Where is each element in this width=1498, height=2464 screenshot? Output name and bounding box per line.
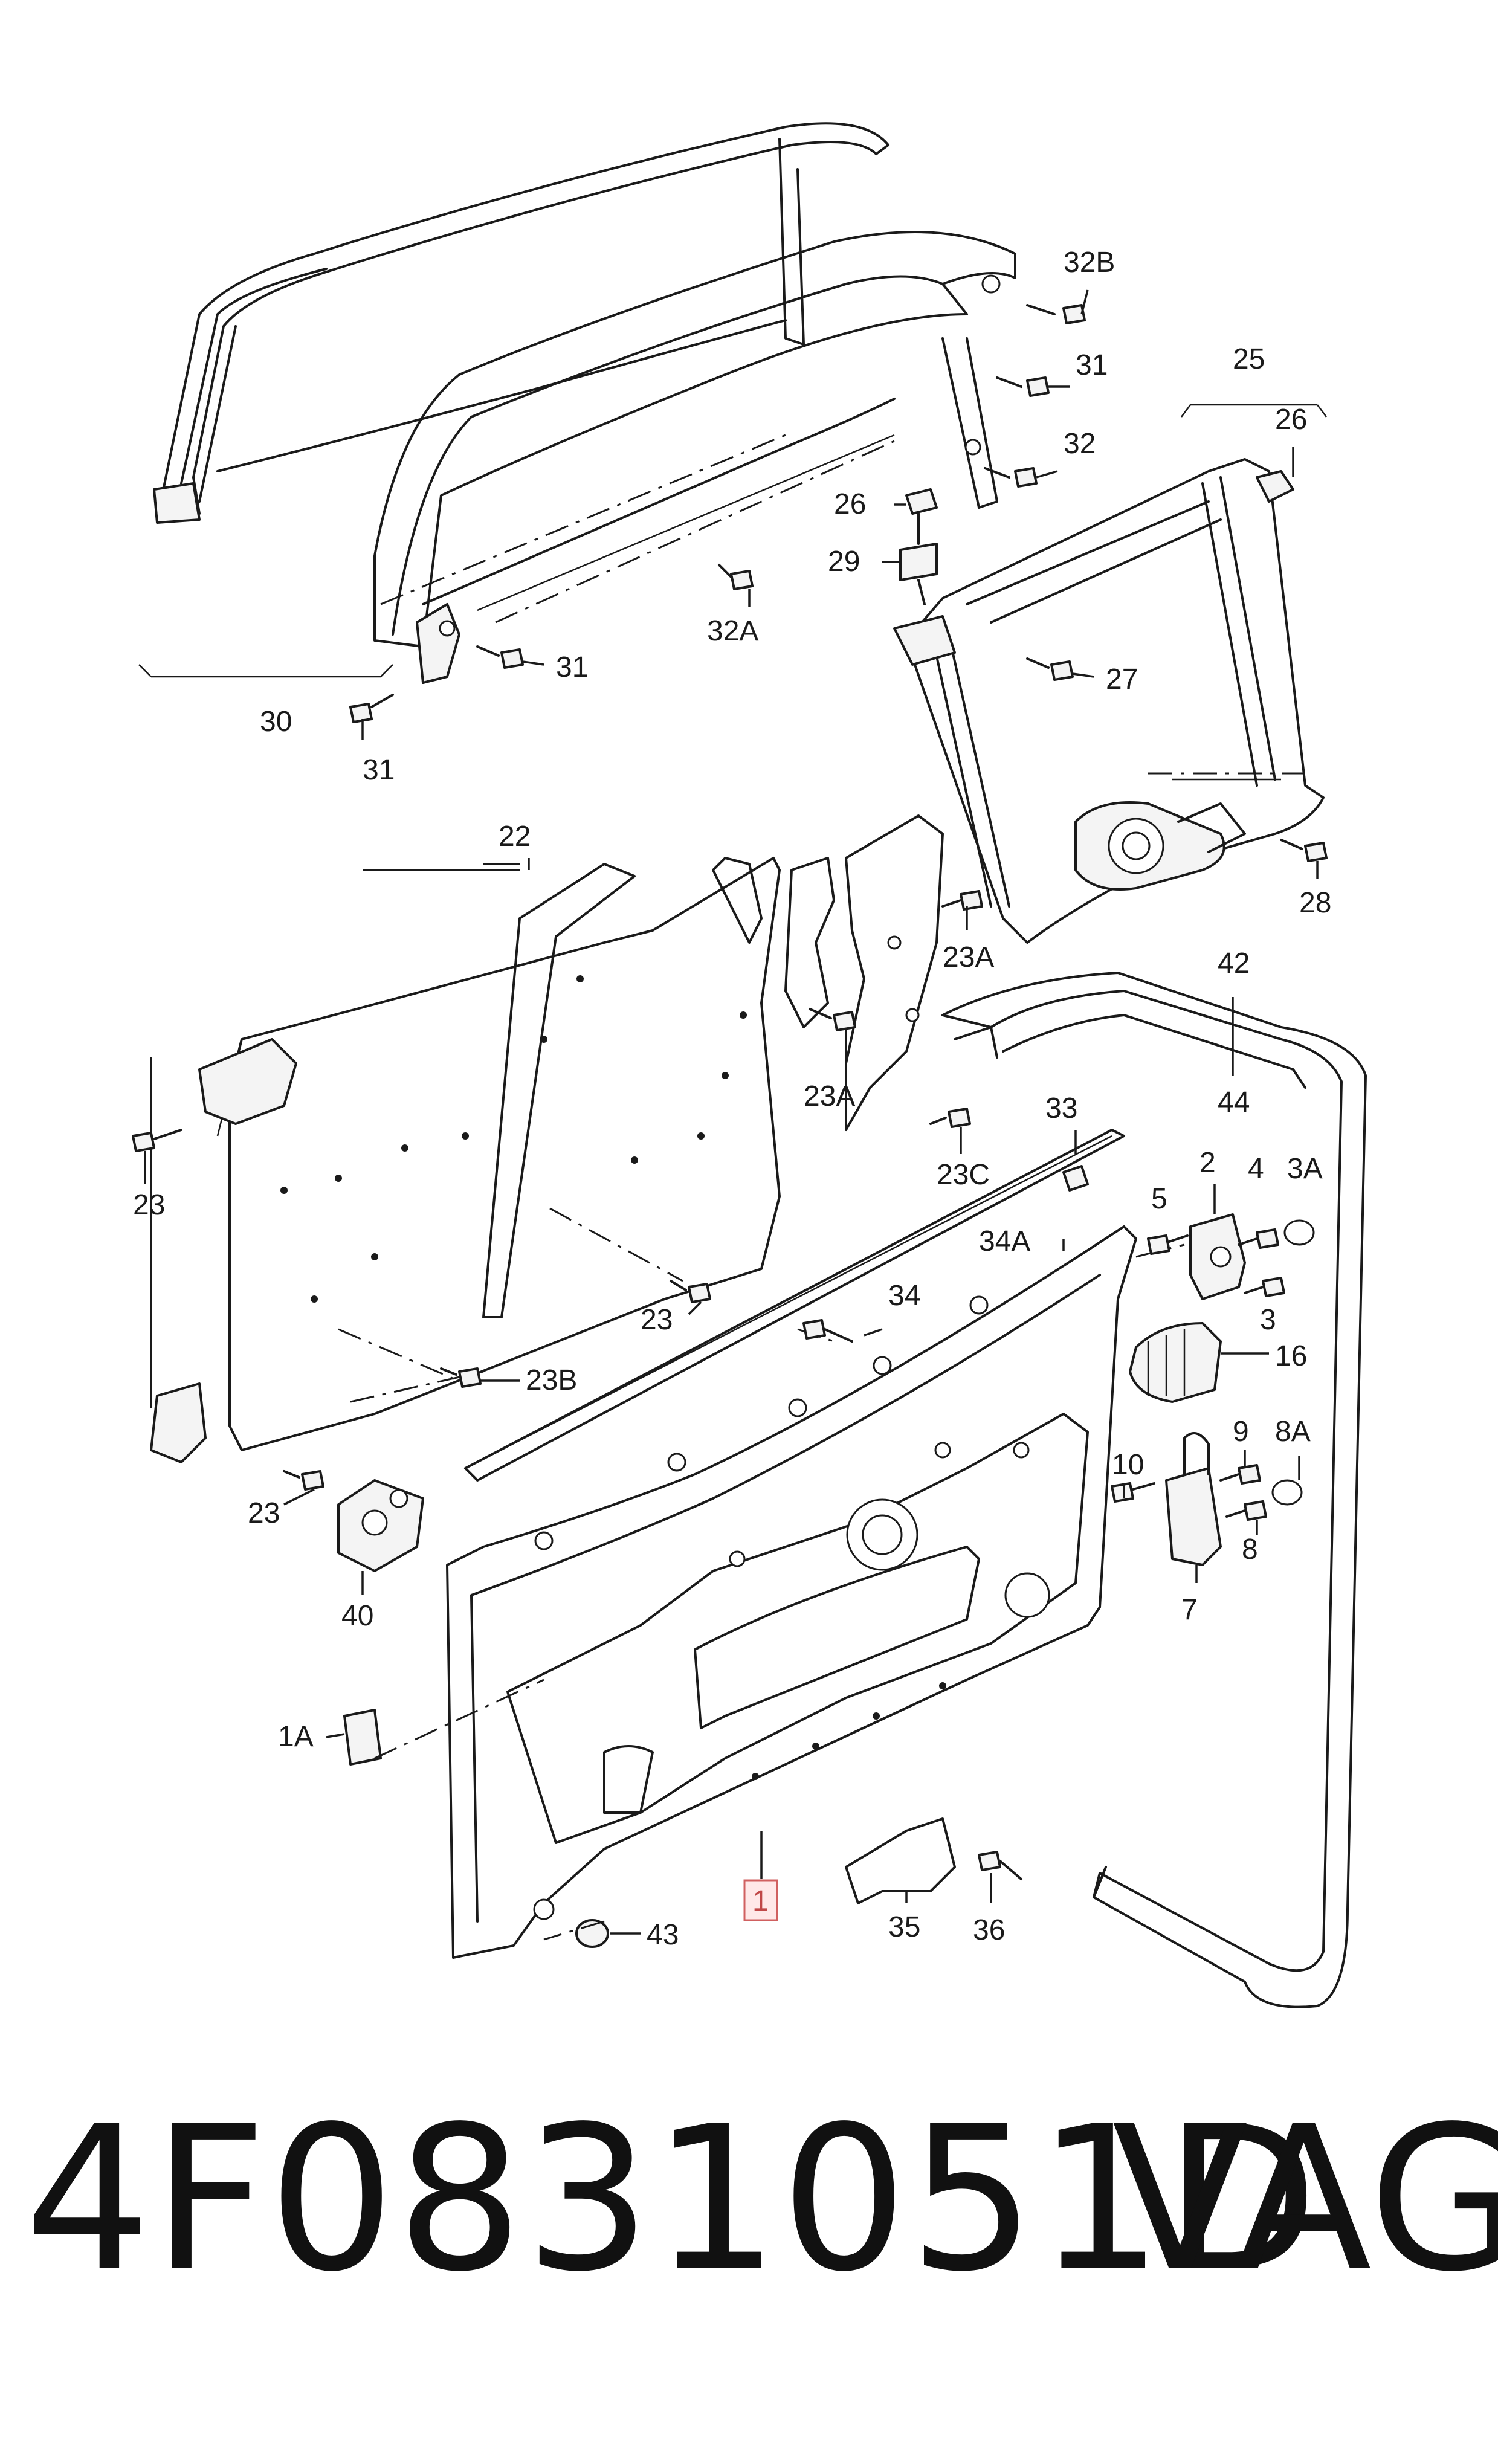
callout-34: 34 bbox=[888, 1280, 920, 1312]
door-seal-42-44 bbox=[941, 972, 1367, 2008]
door-shell-1 bbox=[446, 1225, 1137, 1959]
callout-44: 44 bbox=[1218, 1086, 1250, 1118]
seal-rings-3A-8A bbox=[1271, 1219, 1315, 1506]
pin-36 bbox=[978, 1851, 1022, 1880]
door-check-16 bbox=[1129, 1322, 1222, 1403]
bracket-35 bbox=[845, 1817, 956, 1904]
callout-23B: 23B bbox=[526, 1364, 577, 1396]
callout-34A: 34A bbox=[979, 1225, 1030, 1257]
screw-23C bbox=[929, 1108, 971, 1128]
callout-35: 35 bbox=[888, 1911, 920, 1943]
callout-26: 26 bbox=[834, 488, 866, 520]
panel-holes bbox=[280, 975, 747, 1303]
screw-27 bbox=[1026, 657, 1074, 681]
callout-27: 27 bbox=[1106, 663, 1138, 695]
callout-31: 31 bbox=[556, 651, 588, 683]
window-frame-trim-30 bbox=[138, 122, 889, 678]
inner-window-frame bbox=[373, 231, 1016, 684]
callout-1A: 1A bbox=[278, 1721, 314, 1753]
callout-7: 7 bbox=[1181, 1594, 1198, 1626]
callout-23: 23 bbox=[133, 1189, 165, 1221]
callout-32B: 32B bbox=[1064, 247, 1115, 279]
callout-1: 1 bbox=[752, 1885, 769, 1917]
screw-32A bbox=[718, 564, 754, 590]
brand-name: VAG bbox=[1112, 2083, 1498, 2315]
nut-26-and-bumper-29 bbox=[899, 470, 1294, 605]
screw-23-left bbox=[132, 1129, 182, 1152]
callout-26: 26 bbox=[1275, 404, 1307, 436]
callout-8: 8 bbox=[1242, 1534, 1258, 1566]
callout-9: 9 bbox=[1233, 1416, 1249, 1448]
screw-10 bbox=[1111, 1482, 1155, 1503]
callout-32: 32 bbox=[1064, 428, 1096, 460]
exploded-door-diagram: 30 31 31 31 32 32A 32B 26 26 29 25 27 28… bbox=[132, 122, 1367, 2008]
hinge-upper-2 bbox=[1189, 1213, 1246, 1300]
screw-31-right bbox=[996, 376, 1050, 397]
screw-5 bbox=[1147, 1234, 1189, 1255]
window-regulator-25 bbox=[893, 404, 1327, 944]
callout-5: 5 bbox=[1151, 1183, 1167, 1215]
callout-32A: 32A bbox=[707, 615, 758, 647]
callout-23A: 23A bbox=[804, 1080, 855, 1112]
callout-31: 31 bbox=[363, 754, 395, 786]
callout-4: 4 bbox=[1248, 1153, 1264, 1185]
assembly-lines bbox=[338, 434, 1305, 1941]
callout-42: 42 bbox=[1218, 947, 1250, 979]
screw-23A-mid bbox=[809, 1008, 856, 1031]
block-40 bbox=[337, 1479, 424, 1572]
screw-31-left bbox=[349, 694, 394, 723]
callout-10: 10 bbox=[1112, 1449, 1144, 1481]
pin-34 bbox=[802, 1319, 853, 1343]
callout-16: 16 bbox=[1275, 1340, 1307, 1372]
footer: 4F0831051D VAG bbox=[0, 2079, 1498, 2332]
screw-32B bbox=[1026, 304, 1086, 324]
callout-1-highlight bbox=[743, 1879, 778, 1921]
clip-1A bbox=[343, 1709, 382, 1766]
callout-23: 23 bbox=[641, 1304, 673, 1336]
callout-23A: 23A bbox=[943, 941, 994, 973]
callout-31: 31 bbox=[1076, 349, 1108, 381]
callout-3: 3 bbox=[1260, 1304, 1276, 1336]
callout-43: 43 bbox=[647, 1919, 679, 1951]
insulation-panel-22 bbox=[150, 857, 781, 1463]
callout-30: 30 bbox=[260, 706, 292, 738]
callout-22: 22 bbox=[499, 821, 531, 853]
shell-holes bbox=[533, 1295, 1030, 1920]
screw-32 bbox=[984, 467, 1038, 488]
callout-25: 25 bbox=[1233, 343, 1265, 375]
screw-23-bottom bbox=[283, 1470, 324, 1491]
part-number: 4F0831051D bbox=[24, 2083, 1320, 2315]
callout-23: 23 bbox=[248, 1497, 280, 1529]
leader-lines bbox=[144, 289, 1319, 1935]
callout-29: 29 bbox=[828, 546, 860, 578]
callout-33: 33 bbox=[1045, 1092, 1077, 1124]
screw-4 bbox=[1238, 1228, 1279, 1249]
callout-8A: 8A bbox=[1275, 1416, 1311, 1448]
callout-3A: 3A bbox=[1287, 1153, 1323, 1185]
callout-28: 28 bbox=[1299, 887, 1331, 919]
screw-23B bbox=[440, 1367, 482, 1388]
callout-2: 2 bbox=[1199, 1147, 1216, 1179]
callout-36: 36 bbox=[973, 1914, 1005, 1946]
hinge-lower-7 bbox=[1165, 1432, 1222, 1566]
screw-3 bbox=[1244, 1277, 1285, 1297]
screw-23A-top bbox=[941, 890, 983, 911]
brackets-23A bbox=[784, 814, 944, 1131]
callout-23C: 23C bbox=[937, 1159, 990, 1191]
screw-8 bbox=[1225, 1500, 1267, 1521]
screw-9 bbox=[1219, 1464, 1261, 1485]
screw-31-mid bbox=[476, 645, 524, 669]
screw-23-center bbox=[670, 1280, 711, 1303]
window-strip-33 bbox=[464, 1129, 1125, 1482]
callout-40: 40 bbox=[341, 1600, 373, 1632]
screws bbox=[132, 304, 1328, 1880]
screw-28 bbox=[1280, 839, 1328, 862]
callout-labels: 30 31 31 31 32 32A 32B 26 26 29 25 27 28… bbox=[133, 247, 1331, 1951]
